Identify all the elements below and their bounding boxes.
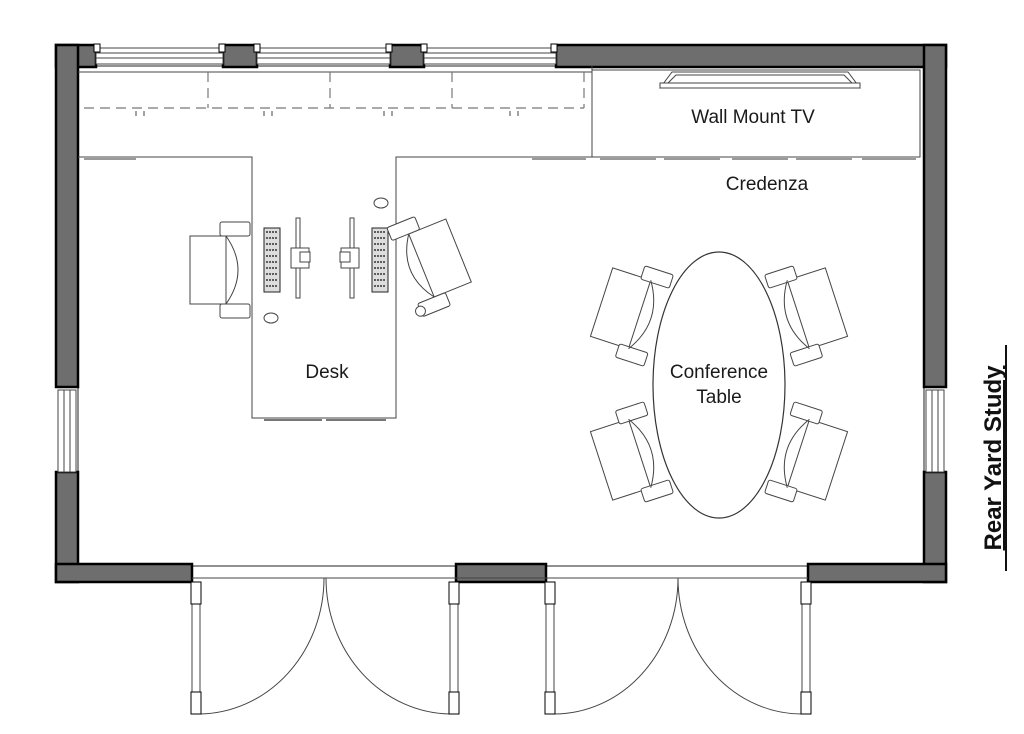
top-windows: [93, 43, 558, 65]
keyboard-left: [263, 227, 281, 293]
wall-right-upper: [922, 43, 948, 389]
room-floor: [77, 65, 925, 567]
desk-chair-left: [189, 221, 251, 319]
upper-cabinets: [78, 71, 592, 116]
wall-mount-tv: [659, 71, 861, 89]
conference-table: [652, 251, 786, 519]
mouse-right: [373, 197, 389, 209]
keyboard-right: [371, 227, 389, 293]
wall-top-pillar-1: [221, 43, 259, 69]
wall-top-pillar-2: [388, 43, 426, 69]
doors: [190, 577, 812, 715]
door-right-pair: [544, 577, 812, 715]
exterior-walls: [54, 43, 948, 584]
desk-chair-right: [386, 216, 472, 317]
wall-bottom-middle: [454, 562, 548, 584]
mouse-left: [263, 312, 279, 324]
conference-chair-bottom-right: [764, 401, 849, 503]
desk-label: Desk: [305, 362, 349, 383]
credenza: [591, 69, 921, 160]
wall-top-right: [554, 43, 948, 69]
tv-label: Wall Mount TV: [691, 107, 815, 128]
monitor-right: [339, 217, 360, 299]
plan-title: Rear Yard Study: [980, 365, 1007, 551]
wall-left-upper: [54, 43, 80, 389]
monitor-left: [290, 217, 311, 299]
wall-bottom-left: [54, 562, 194, 584]
credenza-label: Credenza: [726, 174, 809, 195]
conference-label-line2: Table: [696, 387, 741, 408]
conference-label-line1: Conference: [670, 362, 768, 383]
wall-bottom-right: [806, 562, 948, 584]
conference-chair-top-left: [589, 265, 674, 367]
door-left-pair: [190, 577, 460, 715]
side-windows: [57, 389, 945, 473]
desk: [78, 66, 593, 421]
conference-chair-bottom-left: [589, 401, 674, 503]
conference-chair-top-right: [764, 265, 849, 367]
